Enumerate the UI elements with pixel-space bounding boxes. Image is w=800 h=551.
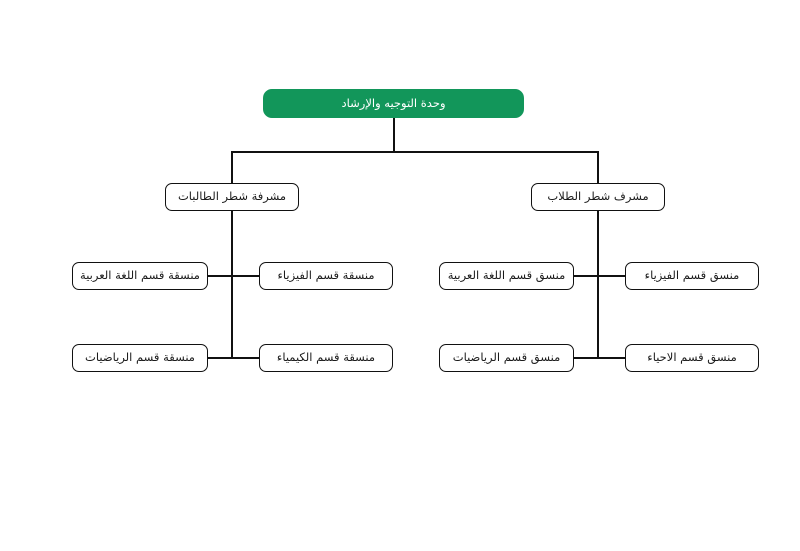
connector-left-row2-arm-outer xyxy=(207,357,233,359)
connector-left-row1-arm-inner xyxy=(231,275,260,277)
node-male-biology-coordinator[interactable]: منسق قسم الاحياء xyxy=(625,344,759,372)
connector-left-spine xyxy=(231,211,233,359)
node-female-chemistry-coordinator[interactable]: منسقة قسم الكيمياء xyxy=(259,344,393,372)
node-female-physics-coordinator[interactable]: منسقة قسم الفيزياء xyxy=(259,262,393,290)
connector-root-stem xyxy=(393,118,395,153)
node-male-physics-coordinator[interactable]: منسق قسم الفيزياء xyxy=(625,262,759,290)
connector-bus-to-right-supervisor xyxy=(597,151,599,185)
node-female-math-coordinator[interactable]: منسقة قسم الرياضيات xyxy=(72,344,208,372)
connector-bus-to-left-supervisor xyxy=(231,151,233,185)
connector-root-bus xyxy=(231,151,599,153)
connector-left-row1-arm-outer xyxy=(207,275,233,277)
connector-right-row2-arm-outer xyxy=(573,357,599,359)
node-female-arabic-coordinator[interactable]: منسقة قسم اللغة العربية xyxy=(72,262,208,290)
connector-right-row1-arm-outer xyxy=(573,275,599,277)
supervisor-node-male-section[interactable]: مشرف شطر الطلاب xyxy=(531,183,665,211)
connector-right-spine xyxy=(597,211,599,359)
root-node-guidance-unit[interactable]: وحدة التوجيه والإرشاد xyxy=(263,89,524,118)
node-male-math-coordinator[interactable]: منسق قسم الرياضيات xyxy=(439,344,574,372)
connector-right-row2-arm-inner xyxy=(597,357,626,359)
supervisor-node-female-section[interactable]: مشرفة شطر الطالبات xyxy=(165,183,299,211)
connector-right-row1-arm-inner xyxy=(597,275,626,277)
node-male-arabic-coordinator[interactable]: منسق قسم اللغة العربية xyxy=(439,262,574,290)
connector-left-row2-arm-inner xyxy=(231,357,260,359)
